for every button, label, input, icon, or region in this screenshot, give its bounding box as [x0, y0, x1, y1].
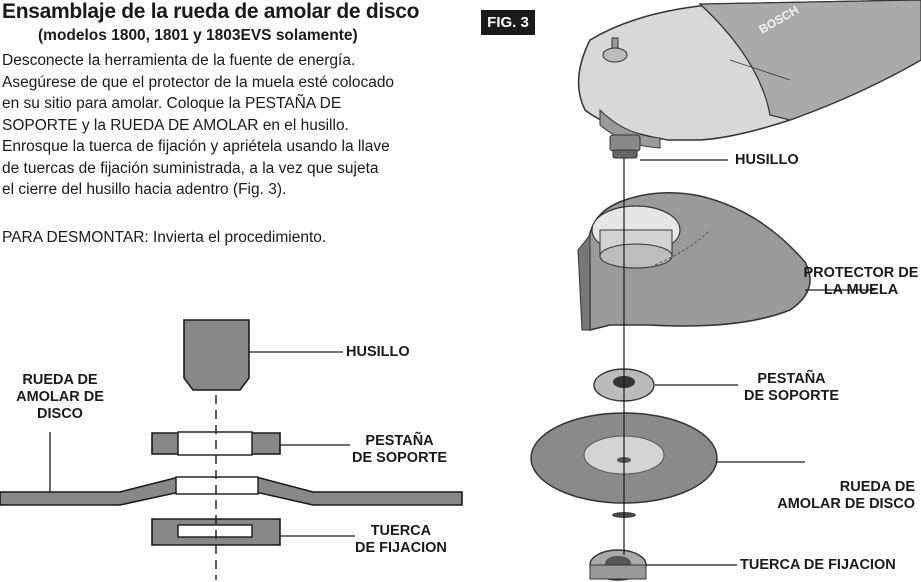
figure-label-flange: PESTAÑA DE SOPORTE [744, 371, 840, 404]
cross-section-spindle [183, 319, 250, 391]
figure-label-spindle: HUSILLO [735, 152, 799, 168]
instructions-paragraph: Desconecte la herramienta de la fuente d… [2, 52, 395, 198]
removal-instruction: PARA DESMONTAR: Invierta el procedimient… [2, 229, 327, 246]
grinder-body [577, 0, 921, 159]
figure-label-nut: TUERCA DE FIJACION [740, 557, 896, 573]
cross-section-label-spindle: HUSILLO [346, 344, 410, 360]
figure-label-guard: PROTECTOR DE LA MUELA [803, 265, 919, 298]
cross-section-label-nut: TUERCA DE FIJACION [355, 523, 447, 556]
section-subtitle: (modelos 1800, 1801 y 1803EVS solamente) [38, 27, 358, 44]
figure-label-wheel: RUEDA DE AMOLAR DE DISCO [777, 479, 915, 512]
cross-section-label-flange: PESTAÑA DE SOPORTE [352, 433, 448, 466]
wheel-guard [577, 192, 811, 331]
figure-badge: FIG. 3 [481, 10, 535, 35]
cross-section-label-wheel: RUEDA DE AMOLAR DE DISCO [16, 372, 104, 422]
lock-nut-part [589, 549, 647, 581]
section-title: Ensamblaje de la rueda de amolar de disc… [2, 0, 420, 23]
